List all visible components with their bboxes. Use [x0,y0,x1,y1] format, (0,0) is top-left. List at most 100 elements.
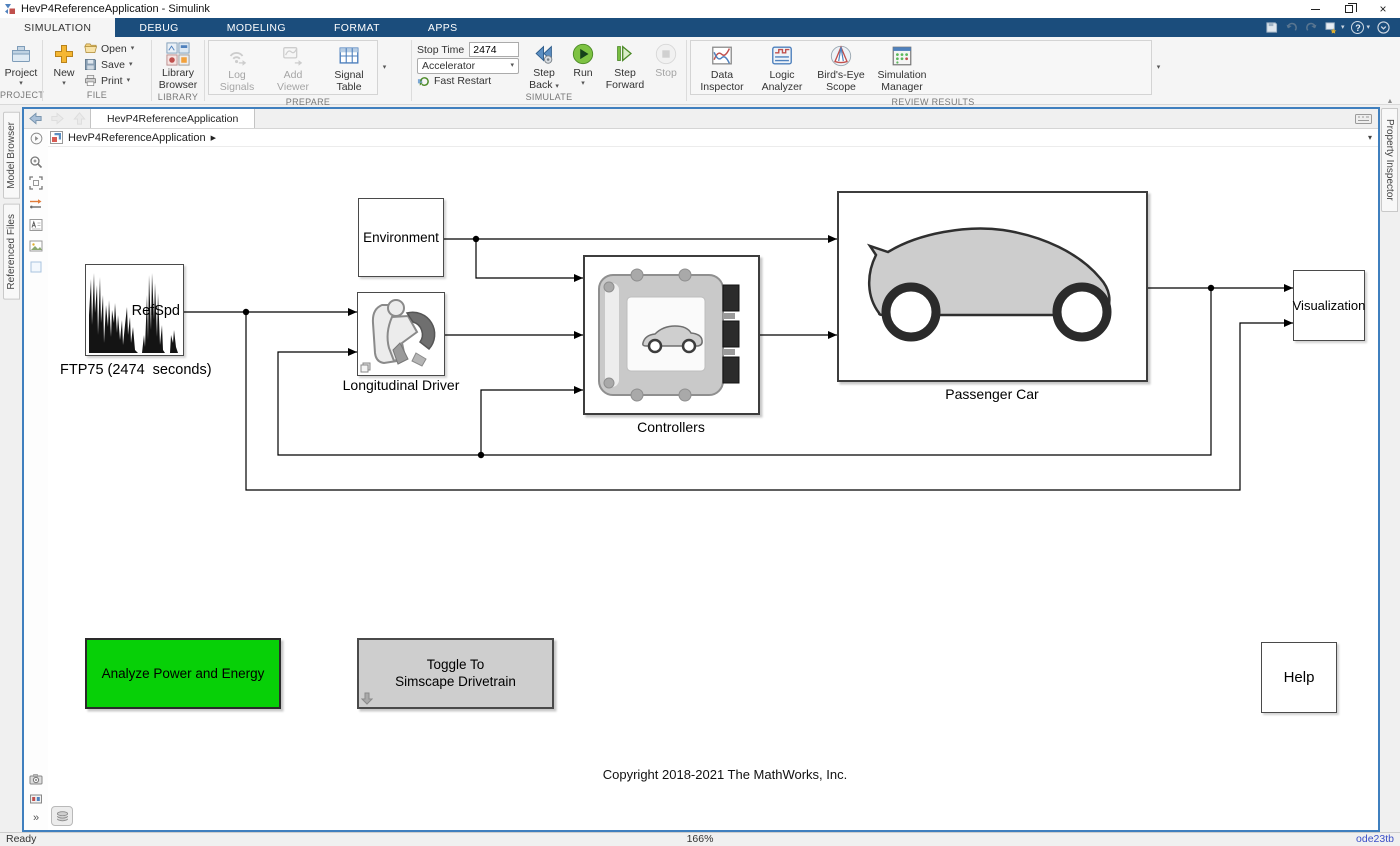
model-file-icon [50,131,63,144]
tab-apps[interactable]: APPS [427,21,458,34]
subsystem-badge-icon[interactable] [29,792,43,806]
passenger-car-caption: Passenger Car [945,386,1039,402]
data-inspector-button[interactable]: Data Inspector [691,41,753,94]
library-browser-button[interactable]: Library Browser [155,39,201,92]
expand-palette-button[interactable]: » [32,812,40,824]
show-model-browser-button[interactable] [30,129,43,147]
navigate-back-button[interactable] [24,109,46,128]
signal-table-button[interactable]: Signal Table [321,41,377,94]
print-button[interactable]: Print ▾ [84,74,134,87]
viewmark-area-icon[interactable] [29,260,43,274]
fast-restart-toggle[interactable]: Fast Restart [417,75,521,88]
breadcrumb-item[interactable]: HevP4ReferenceApplication [68,131,206,144]
image-annotation-icon[interactable] [29,239,43,253]
ribbon-toolbar: Project ▾ PROJECT New ▾ Open ▾ [0,37,1400,107]
open-button[interactable]: Open ▾ [84,42,134,55]
keyboard-shortcuts-icon[interactable] [1355,113,1372,124]
back-arrow-icon [28,112,42,125]
screenshot-button[interactable]: ▾ [1325,21,1344,34]
title-bar: HevP4ReferenceApplication - Simulink × [0,0,1400,18]
group-simulate: Stop Time Accelerator ▾ Fast Restart Ste… [412,37,686,104]
signal-wires[interactable] [48,147,1378,830]
add-viewer-button[interactable]: Add Viewer [265,41,321,94]
prepare-overflow-button[interactable]: ▾ [378,39,391,97]
breadcrumb[interactable]: HevP4ReferenceApplication ▶ ▾ [48,129,1378,147]
restore-button[interactable] [1332,0,1366,18]
group-file: New ▾ Open ▾ Save ▾ [43,37,151,104]
toggle-simscape-button[interactable]: Toggle To Simscape Drivetrain [357,638,554,709]
model-editor: HevP4ReferenceApplication [22,107,1380,832]
fit-to-view-icon[interactable] [29,176,43,190]
screenshot-icon [1325,22,1337,34]
group-label-project: PROJECT [0,90,45,100]
breadcrumb-dropdown-button[interactable]: ▾ [1367,133,1372,142]
car-pictogram [866,227,1112,342]
passenger-car-block[interactable] [837,191,1148,382]
help-button[interactable]: ?▾ [1351,21,1370,34]
longitudinal-driver-block[interactable] [357,292,445,376]
document-tab[interactable]: HevP4ReferenceApplication [90,109,256,128]
scroll-up-icon[interactable]: ▲ [1386,98,1394,105]
undo-button[interactable] [1285,21,1298,34]
ecu-pictogram [598,268,740,402]
drive-cycle-block[interactable]: RefSpd [85,264,184,356]
left-panel-strip: Model Browser Referenced Files [0,105,22,832]
redo-button[interactable] [1305,21,1318,34]
run-button[interactable]: Run ▾ [565,39,601,92]
group-review-results: Data Inspector Logic Analyzer Bird's-Eye… [687,37,1179,107]
drive-cycle-waveform [89,273,178,353]
status-message: Ready [6,833,37,845]
model-browser-tab[interactable]: Model Browser [3,112,20,199]
step-forward-button[interactable]: Step Forward [601,39,649,92]
simulation-manager-button[interactable]: Simulation Manager [871,41,933,94]
referenced-files-tab[interactable]: Referenced Files [3,203,20,300]
tab-modeling[interactable]: MODELING [226,21,286,34]
zoom-level[interactable]: 166% [686,833,714,845]
variant-badge-icon [360,362,371,373]
stop-button[interactable]: Stop [649,39,683,92]
status-bar: Ready 166% ode23tb [0,832,1400,846]
group-prepare: Log Signals Add Viewer Signal Table ▾ PR… [205,37,411,107]
solver-name[interactable]: ode23tb [1356,833,1394,845]
close-button[interactable]: × [1366,0,1400,18]
logic-analyzer-button[interactable]: Logic Analyzer [753,41,811,94]
annotation-icon[interactable] [29,218,43,232]
tab-debug[interactable]: DEBUG [139,21,179,34]
minimize-button[interactable] [1298,0,1332,18]
zoom-icon[interactable] [29,155,43,169]
diagram-canvas[interactable]: RefSpd FTP75 (2474 seconds) Environment [48,147,1378,830]
caret-down-icon: ▾ [1156,64,1161,72]
step-back-button[interactable]: Step Back ▾ [523,39,565,92]
tab-simulation[interactable]: SIMULATION [0,18,116,37]
group-label-review-results: REVIEW RESULTS [891,96,975,107]
undo-icon [1286,22,1297,31]
caret-down-icon: ▾ [555,82,559,90]
drive-cycle-caption: FTP75 (2474 seconds) [60,362,212,378]
help-block[interactable]: Help [1261,642,1337,713]
project-button[interactable]: Project ▾ [3,39,40,90]
visualization-block[interactable]: Visualization [1293,270,1365,341]
controllers-block[interactable] [583,255,760,415]
new-button[interactable]: New ▾ [46,39,82,90]
environment-block[interactable]: Environment [358,198,444,277]
stop-time-input[interactable] [469,42,520,57]
window-title: HevP4ReferenceApplication - Simulink [21,3,210,15]
birds-eye-scope-button[interactable]: Bird's-Eye Scope [811,41,871,94]
review-results-overflow-button[interactable]: ▾ [1152,39,1165,97]
perspectives-button[interactable] [51,806,73,826]
analyze-power-energy-button[interactable]: Analyze Power and Energy [85,638,281,709]
screenshot-canvas-icon[interactable] [29,772,43,786]
quick-save-button[interactable] [1265,21,1278,34]
minimize-ribbon-button[interactable] [1377,21,1390,34]
data-inspector-icon [712,46,732,65]
birds-eye-scope-icon [830,45,852,67]
navigate-forward-button[interactable] [46,109,68,128]
log-signals-button[interactable]: Log Signals [209,41,265,94]
tab-format[interactable]: FORMAT [333,21,380,34]
signal-routing-icon[interactable] [29,197,43,211]
property-inspector-tab[interactable]: Property Inspector [1381,108,1398,212]
close-icon: × [1379,2,1387,16]
simulation-mode-select[interactable]: Accelerator ▾ [417,57,519,74]
save-button[interactable]: Save ▾ [84,58,134,71]
navigate-up-button[interactable] [68,109,90,128]
